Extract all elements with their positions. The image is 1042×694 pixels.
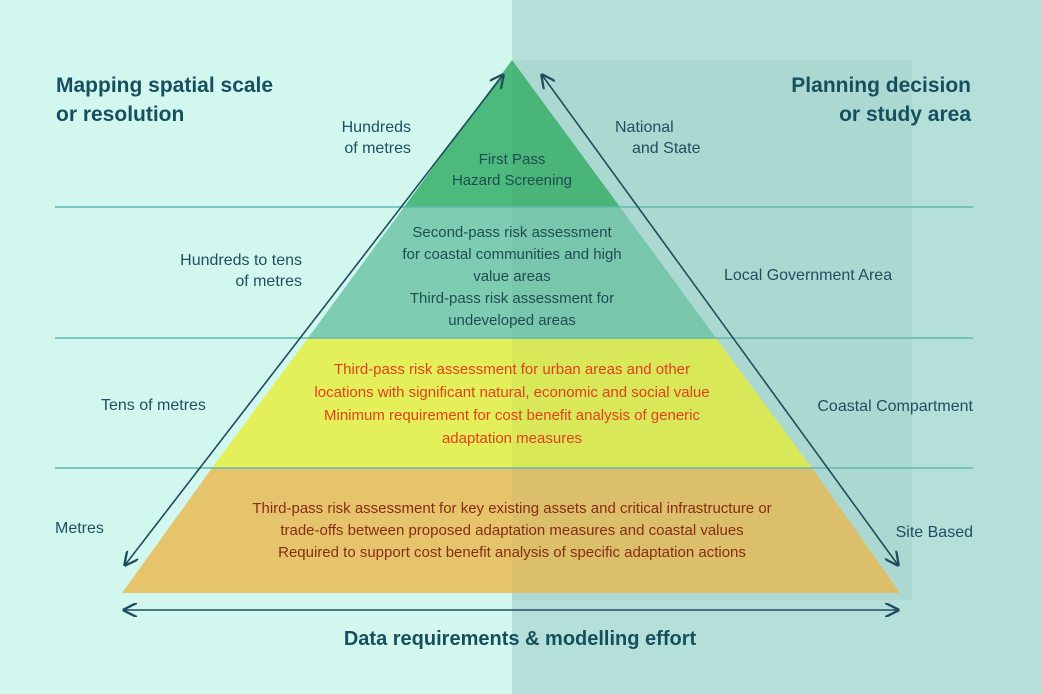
tier-2-text: Second-pass risk assessment for coastal … [362,222,662,332]
tier-1-line-2: Hazard Screening [451,172,573,189]
left-label-metres-line-1: Metres [55,520,104,537]
left-heading-line-1: Mapping spatial scale [56,74,274,97]
tier-1-text: First Pass Hazard Screening [412,149,612,191]
tier-2-line-5: undeveloped areas [448,312,576,329]
left-label-hundreds-line-2: of metres [344,140,411,157]
tier-4-line-3: Required to support cost benefit analysi… [278,544,746,561]
tier-4-line-2: trade-offs between proposed adaptation m… [280,522,744,539]
right-label-compartment-line-1: Coastal Compartment [817,398,973,415]
tier-4-text: Third-pass risk assessment for key exist… [212,498,812,564]
left-label-hundreds-to-tens-line-2: of metres [235,273,302,290]
left-label-hundreds-to-tens: Hundreds to tens of metres [180,250,302,292]
tier-3-line-3: Minimum requirement for cost benefit ana… [324,407,700,424]
tier-2-line-1: Second-pass risk assessment [412,224,612,241]
right-label-national-line-2: and State [632,140,701,157]
right-heading-line-1: Planning decision [791,74,971,97]
right-label-compartment: Coastal Compartment [817,396,973,417]
tier-1-line-1: First Pass [478,151,546,168]
left-label-tens-line-1: Tens of metres [101,397,206,414]
tier-2-line-4: Third-pass risk assessment for [409,290,615,307]
footer-caption: Data requirements & modelling effort [343,628,697,650]
left-label-tens: Tens of metres [101,395,206,416]
right-label-national: National and State [615,117,701,159]
left-heading-line-2: or resolution [56,103,185,126]
left-label-hundreds: Hundreds of metres [342,117,411,159]
tier-3-line-1: Third-pass risk assessment for urban are… [334,361,690,378]
right-heading-line-2: or study area [839,103,971,126]
right-label-site-line-1: Site Based [895,524,973,541]
tier-2-line-2: for coastal communities and high [402,246,622,263]
left-label-hundreds-to-tens-line-1: Hundreds to tens [180,252,302,269]
tier-4-line-1: Third-pass risk assessment for key exist… [252,500,772,517]
tier-3-text: Third-pass risk assessment for urban are… [262,358,762,450]
left-heading: Mapping spatial scale or resolution [56,71,273,129]
right-label-site: Site Based [896,522,973,543]
left-scale-arrow [125,75,503,565]
tier-3-line-2: locations with significant natural, econ… [314,384,710,401]
right-label-national-line-1: National [615,119,674,136]
left-label-metres: Metres [55,518,104,539]
tier-2-line-3: value areas [473,268,551,285]
right-scale-arrow [542,75,898,565]
right-label-lga-line-1: Local Government Area [724,267,893,284]
right-heading: Planning decision or study area [791,71,971,129]
right-label-lga: Local Government Area [724,265,892,286]
left-label-hundreds-line-1: Hundreds [341,119,411,136]
tier-3-line-4: adaptation measures [441,430,583,447]
